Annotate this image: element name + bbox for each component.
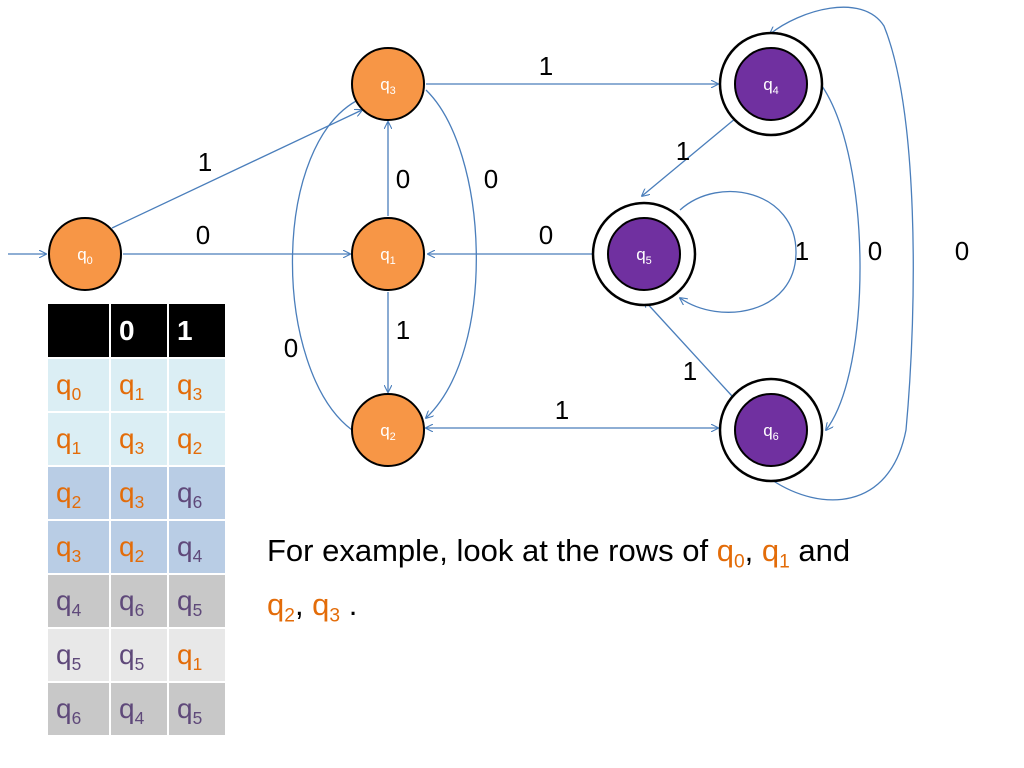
edge-label-q5-q1: 0 <box>539 220 553 250</box>
state-q0-label: q0 <box>77 245 93 267</box>
state-q4: q4 <box>718 31 824 137</box>
edge-label-q4-q5: 1 <box>676 136 690 166</box>
table-cell-state: q5 <box>48 628 111 683</box>
edge-q6-q4 <box>770 6 914 501</box>
state-q6-label: q6 <box>763 421 779 443</box>
table-cell-next-state: q5 <box>110 628 169 683</box>
state-q1: q1 <box>351 217 425 291</box>
state-q3-circle <box>351 47 425 121</box>
state-q2: q2 <box>351 393 425 467</box>
edge-label-q3-q2: 0 <box>484 164 498 194</box>
table-cell-next-state: q4 <box>168 520 227 575</box>
edge-label-q1-q2: 1 <box>396 315 410 345</box>
state-q4-label: q4 <box>763 75 779 97</box>
table-header-state <box>48 304 111 359</box>
state-q1-circle <box>351 217 425 291</box>
table-cell-next-state: q2 <box>168 412 227 467</box>
edge-label-q1-q3: 0 <box>396 164 410 194</box>
table-cell-next-state: q5 <box>168 682 227 737</box>
edge-label-q5-q5: 1 <box>795 236 809 266</box>
edge-label-q4-q6: 0 <box>868 236 882 266</box>
edge-labels: 1 0 0 0 0 1 1 0 1 1 0 0 1 1 <box>196 51 969 425</box>
table-cell-state: q1 <box>48 412 111 467</box>
edge-label-q2-q6: 1 <box>555 395 569 425</box>
note-prefix: For example, look at the rows of <box>267 533 717 568</box>
table-cell-next-state: q5 <box>168 574 227 629</box>
state-q5: q5 <box>591 201 697 307</box>
table-cell-next-state: q3 <box>168 358 227 413</box>
state-q4-circle <box>734 47 808 121</box>
state-q1-label: q1 <box>380 245 396 267</box>
table-header-1: 1 <box>168 304 227 359</box>
table-cell-state: q0 <box>48 358 111 413</box>
edge-label-q0-q3: 1 <box>198 147 212 177</box>
table-cell-state: q3 <box>48 520 111 575</box>
state-q6-circle <box>734 393 808 467</box>
table-cell-state: q6 <box>48 682 111 737</box>
state-q3-label: q3 <box>380 75 396 97</box>
note-state-q1: q1 <box>761 533 790 573</box>
table-cell-next-state: q2 <box>110 520 169 575</box>
state-q3: q3 <box>351 47 425 121</box>
table-header-row: 0 1 <box>48 304 227 359</box>
edge-q5-q5 <box>680 190 797 313</box>
note-state-q3: q3 <box>312 587 341 627</box>
edge-q3-q2 <box>426 89 477 418</box>
note-state-q0: q0 <box>716 533 745 573</box>
table-cell-next-state: q3 <box>110 412 169 467</box>
state-q0-circle <box>48 217 122 291</box>
edge-q4-q5 <box>642 117 737 196</box>
edges <box>8 6 914 501</box>
table-cell-next-state: q3 <box>110 466 169 521</box>
edge-label-q2-q3: 0 <box>284 333 298 363</box>
state-q0: q0 <box>48 217 122 291</box>
edge-q2-q3 <box>291 98 362 431</box>
table-cell-next-state: q4 <box>110 682 169 737</box>
edge-q0-q3 <box>111 110 362 229</box>
edge-q6-q5 <box>644 300 733 397</box>
edge-label-q6-q4: 0 <box>955 236 969 266</box>
table-cell-next-state: q6 <box>110 574 169 629</box>
edge-label-q3-q4: 1 <box>539 51 553 81</box>
table-header-0: 0 <box>110 304 169 359</box>
state-q5-label: q5 <box>636 245 652 267</box>
state-q5-circle <box>607 217 681 291</box>
state-q2-label: q2 <box>380 421 396 443</box>
edge-q4-q6 <box>821 85 861 430</box>
table-cell-next-state: q1 <box>110 358 169 413</box>
edge-label-q6-q5: 1 <box>683 356 697 386</box>
state-q2-circle <box>351 393 425 467</box>
explanation-text: For example, look at the rows of q0, q1 … <box>267 524 987 632</box>
edge-label-q0-q1: 0 <box>196 220 210 250</box>
note-sep2: , <box>294 587 313 622</box>
table-cell-next-state: q6 <box>168 466 227 521</box>
table-cell-next-state: q1 <box>168 628 227 683</box>
note-suffix: . <box>340 587 358 622</box>
table-cell-state: q2 <box>48 466 111 521</box>
state-q6: q6 <box>718 377 824 483</box>
note-mid: and <box>789 533 851 568</box>
note-state-q2: q2 <box>267 587 295 627</box>
note-sep1: , <box>744 533 762 568</box>
table-cell-state: q4 <box>48 574 111 629</box>
